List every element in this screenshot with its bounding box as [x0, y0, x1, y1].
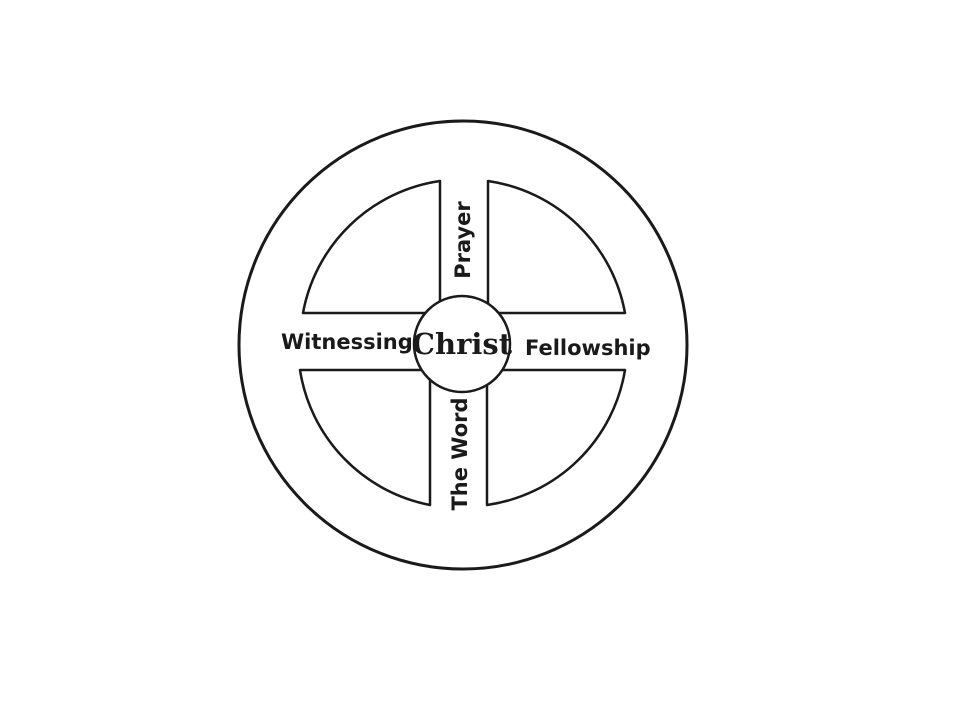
hub-circle	[412, 294, 512, 394]
quadrant-bottom-left	[298, 368, 432, 507]
quadrant-top-left	[301, 179, 442, 315]
center-label: Christ	[412, 327, 513, 361]
spoke-label-right: Fellowship	[525, 336, 651, 360]
outer-rim	[237, 119, 689, 571]
spoke-label-left: Witnessing	[281, 330, 413, 354]
quadrant-top-right	[486, 179, 627, 315]
spoke-label-top: Prayer	[451, 201, 475, 279]
spoke-label-bottom: The Word	[448, 397, 472, 510]
quadrant-bottom-right	[485, 368, 627, 507]
